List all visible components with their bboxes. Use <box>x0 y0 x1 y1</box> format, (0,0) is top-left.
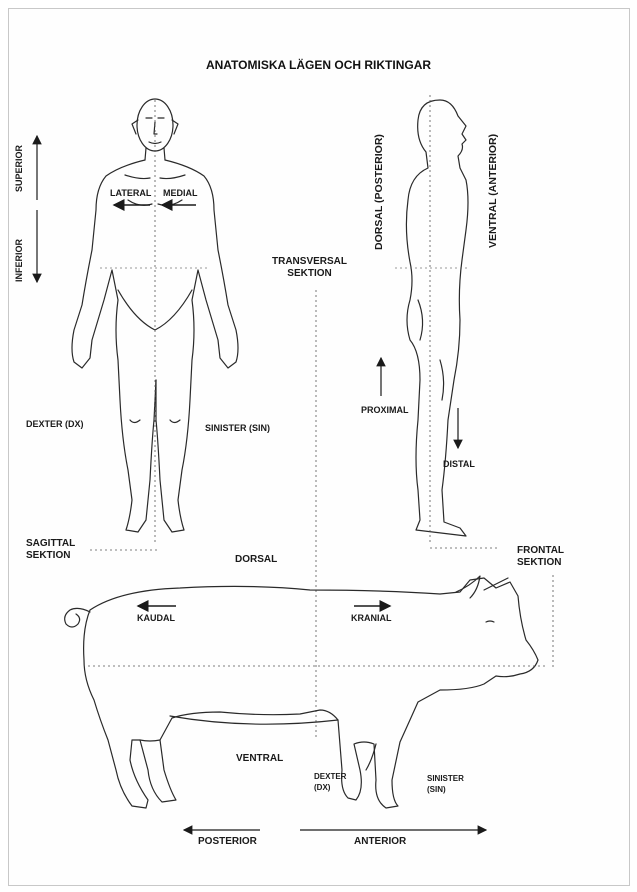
label-pig-dexter: DEXTER (DX) <box>314 771 346 793</box>
label-proximal: PROXIMAL <box>361 404 409 416</box>
label-pig-sinister: SINISTER (SIN) <box>427 773 464 795</box>
label-anterior: ANTERIOR <box>354 836 406 848</box>
label-ventral: VENTRAL <box>236 753 283 765</box>
label-dorsal: DORSAL <box>235 554 277 566</box>
label-lateral: LATERAL <box>110 187 151 199</box>
label-inferior: INFERIOR <box>14 239 24 282</box>
label-ventral-anterior: VENTRAL (ANTERIOR) <box>487 134 499 248</box>
label-dorsal-posterior: DORSAL (POSTERIOR) <box>373 134 385 250</box>
label-kaudal: KAUDAL <box>137 612 175 624</box>
label-sinister: SINISTER (SIN) <box>205 422 270 434</box>
label-frontal-section: FRONTAL SEKTION <box>517 545 564 569</box>
pig-figure <box>65 576 538 808</box>
label-sagittal-section: SAGITTAL SEKTION <box>26 538 75 562</box>
label-transversal-section: TRANSVERSAL SEKTION <box>272 256 347 280</box>
label-posterior: POSTERIOR <box>198 836 257 848</box>
label-distal: DISTAL <box>443 458 475 470</box>
label-medial: MEDIAL <box>163 187 198 199</box>
label-kranial: KRANIAL <box>351 612 392 624</box>
human-side-figure <box>406 100 468 536</box>
label-superior: SUPERIOR <box>14 145 24 192</box>
label-dexter: DEXTER (DX) <box>26 418 84 430</box>
